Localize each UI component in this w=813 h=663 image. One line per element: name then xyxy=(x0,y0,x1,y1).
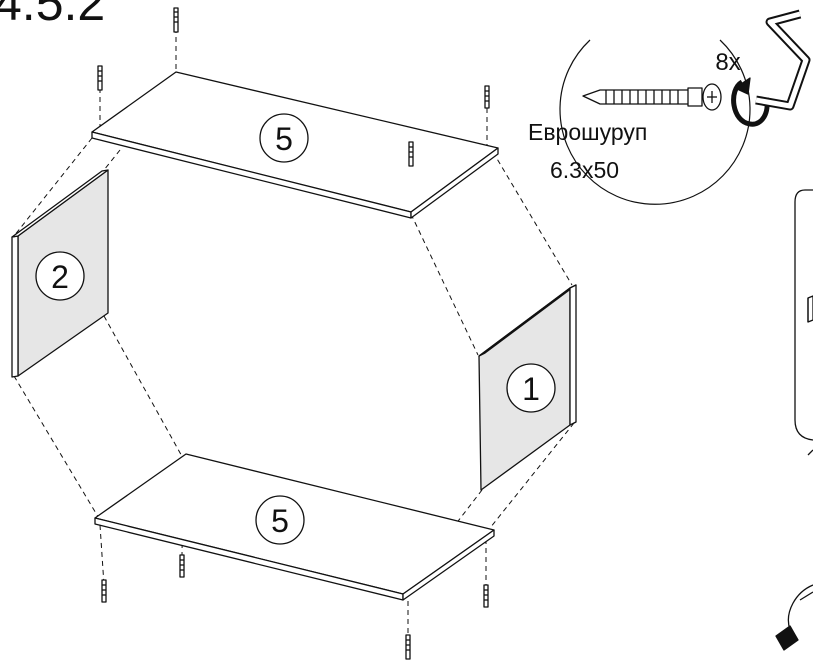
screw xyxy=(483,584,489,608)
part-label-bottom: 5 xyxy=(271,503,289,539)
allen-key-icon xyxy=(755,9,811,111)
screw xyxy=(408,141,414,167)
screw xyxy=(101,579,107,603)
part-label-circle-right xyxy=(506,363,556,413)
screw xyxy=(173,7,179,33)
part-label-circle-left xyxy=(35,251,85,301)
part-label-circle-top xyxy=(259,113,309,163)
rotation-arrow-icon xyxy=(731,77,770,127)
hammer-icon xyxy=(775,584,813,651)
euro-screw-icon xyxy=(582,83,722,111)
part-label-left: 2 xyxy=(51,259,69,295)
part-label-top: 5 xyxy=(275,121,293,157)
fastener-name: Еврошуруп xyxy=(528,119,647,145)
fastener-size: 6.3x50 xyxy=(550,157,619,183)
screw xyxy=(405,634,411,660)
screw xyxy=(179,554,185,578)
fastener-callout xyxy=(559,9,811,205)
screw xyxy=(484,85,490,109)
part-label-circle-bottom xyxy=(255,495,305,545)
step-number: 4.5.2 xyxy=(0,0,106,31)
fastener-quantity: 8x xyxy=(715,49,740,76)
screw xyxy=(97,65,103,91)
next-step-frame xyxy=(794,189,813,456)
part-label-right: 1 xyxy=(522,371,540,407)
